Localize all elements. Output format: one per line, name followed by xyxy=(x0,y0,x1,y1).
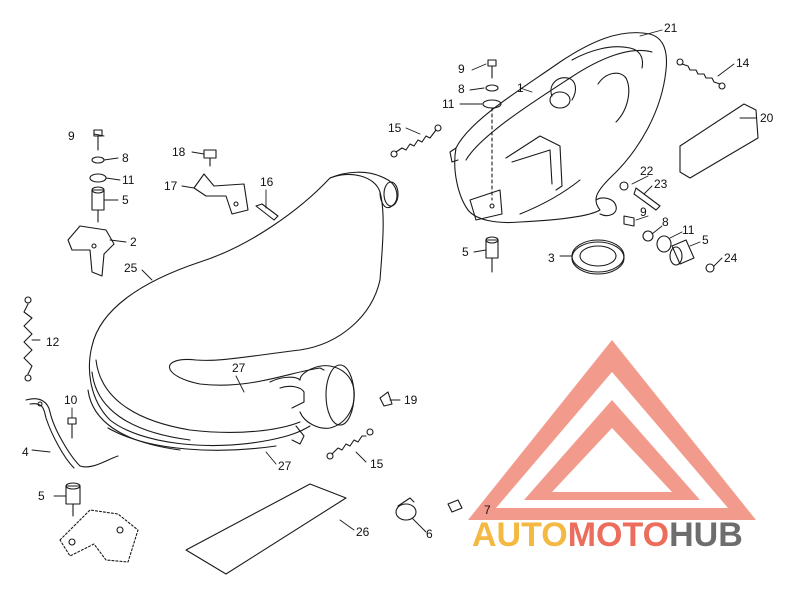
heat-shield-26 xyxy=(185,483,347,575)
spring-12 xyxy=(23,296,33,382)
watermark-text: AUTOMOTOHUB xyxy=(472,516,743,554)
callout-labels: 21 14 20 9 8 11 1 15 9 8 11 5 2 18 17 16… xyxy=(22,21,774,541)
callout-11: 11 xyxy=(442,97,455,111)
svg-text:AUTOMOTOHUB: AUTOMOTOHUB xyxy=(472,516,743,554)
clamp-17 xyxy=(193,149,249,215)
callout-10: 10 xyxy=(64,393,78,407)
callout-4: 4 xyxy=(22,445,29,459)
callout-14: 14 xyxy=(736,56,750,70)
callout-16: 16 xyxy=(260,175,274,189)
callout-18: 18 xyxy=(172,145,186,159)
callout-17: 17 xyxy=(164,179,178,193)
callout-11-left: 11 xyxy=(122,173,135,187)
callout-27-top: 27 xyxy=(232,361,246,375)
callout-25: 25 xyxy=(124,261,138,275)
callout-20: 20 xyxy=(760,111,774,125)
watermark-logo xyxy=(468,340,756,520)
callout-3: 3 xyxy=(548,251,555,265)
callout-24: 24 xyxy=(724,251,738,265)
callout-5-left: 5 xyxy=(122,193,129,207)
callout-12: 12 xyxy=(46,335,60,349)
callout-9-left: 9 xyxy=(68,129,75,143)
side-mount-stack xyxy=(619,181,715,273)
callout-19: 19 xyxy=(404,393,418,407)
callout-8-left: 8 xyxy=(122,151,129,165)
callout-11-right: 11 xyxy=(682,223,695,237)
callout-7: 7 xyxy=(484,503,491,517)
plate-20 xyxy=(679,103,759,179)
silencer-body xyxy=(449,32,668,224)
spring-15-top xyxy=(390,124,442,158)
bracket-2 xyxy=(67,225,115,277)
callout-8-right: 8 xyxy=(662,215,669,229)
callout-22: 22 xyxy=(640,164,654,178)
bottom-mount xyxy=(59,482,139,563)
callout-9: 9 xyxy=(458,62,465,76)
center-fastener-stack xyxy=(482,59,502,273)
strap-4 xyxy=(25,398,119,469)
callout-5-center: 5 xyxy=(462,245,469,259)
callout-21: 21 xyxy=(664,21,678,35)
callout-26: 26 xyxy=(356,525,370,539)
watermark-moto: MOTO xyxy=(568,516,669,554)
exhaust-pipe xyxy=(87,171,399,451)
gasket-ring-3 xyxy=(571,239,625,275)
callout-5-bottom: 5 xyxy=(38,489,45,503)
spring-15-bottom xyxy=(326,428,374,460)
callout-15-top: 15 xyxy=(388,121,402,135)
callout-2: 2 xyxy=(130,235,137,249)
callout-5-right: 5 xyxy=(702,233,709,247)
clip-6 xyxy=(395,497,417,521)
leader-lines xyxy=(31,29,757,533)
block-7 xyxy=(447,499,463,513)
cap-19 xyxy=(379,391,393,407)
callout-23: 23 xyxy=(654,177,668,191)
callout-15-bottom: 15 xyxy=(370,457,384,471)
watermark-auto: AUTO xyxy=(472,516,568,554)
callout-8: 8 xyxy=(458,82,465,96)
callout-6: 6 xyxy=(426,527,433,541)
spring-14 xyxy=(676,58,726,90)
callout-1: 1 xyxy=(517,81,524,95)
screw-16 xyxy=(255,203,279,221)
left-fastener-stack xyxy=(89,129,107,223)
watermark-hub: HUB xyxy=(669,516,743,554)
callout-27-bottom: 27 xyxy=(278,459,292,473)
callout-9-right: 9 xyxy=(640,205,647,219)
